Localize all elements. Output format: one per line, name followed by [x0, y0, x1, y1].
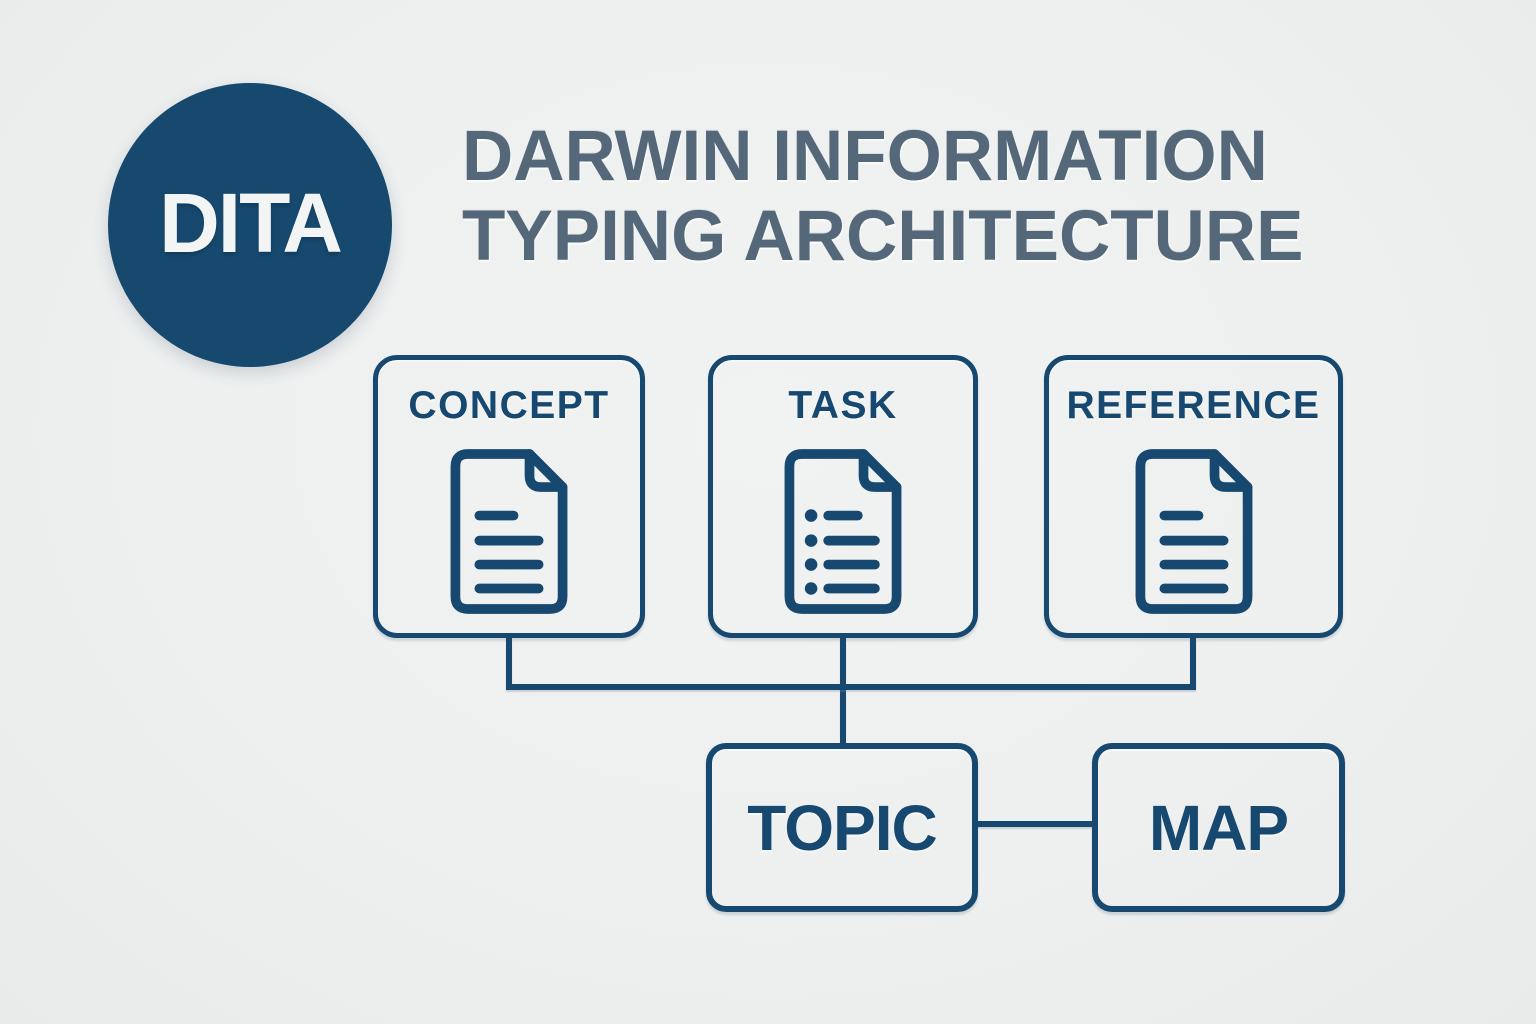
diagram-title: DARWIN INFORMATION TYPING ARCHITECTURE	[462, 117, 1304, 277]
concept-label: CONCEPT	[408, 384, 610, 427]
map-label: MAP	[1148, 791, 1289, 864]
connector-bus-horizontal	[506, 684, 1196, 690]
connector-reference-to-bus	[1190, 636, 1196, 688]
reference-label: REFERENCE	[1066, 384, 1321, 427]
diagram-title-line2: TYPING ARCHITECTURE	[462, 197, 1304, 276]
document-icon	[450, 449, 568, 614]
dita-logo-circle: DITA	[108, 83, 392, 367]
connector-task-to-topic	[840, 636, 846, 746]
task-label: TASK	[788, 384, 898, 427]
node-topic: TOPIC	[706, 743, 978, 912]
diagram-title-line1: DARWIN INFORMATION	[462, 117, 1268, 196]
node-task: TASK	[708, 355, 978, 638]
dita-logo-text: DITA	[159, 175, 343, 270]
document-icon	[1135, 449, 1252, 614]
connector-concept-to-bus	[506, 636, 512, 688]
node-map: MAP	[1092, 743, 1345, 912]
node-reference: REFERENCE	[1044, 355, 1343, 638]
topic-label: TOPIC	[747, 791, 937, 864]
task-list-icon	[784, 449, 902, 614]
connector-topic-to-map	[975, 821, 1095, 827]
node-concept: CONCEPT	[373, 355, 645, 638]
